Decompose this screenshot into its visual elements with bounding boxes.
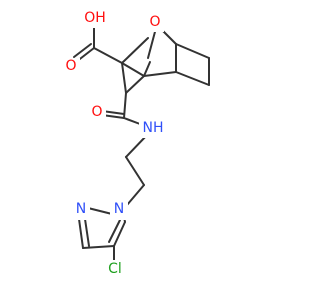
atom-label-cl: Cl bbox=[108, 261, 122, 277]
atom-label-o-bridge: O bbox=[149, 14, 160, 30]
bond-c7-c1 bbox=[175, 43, 210, 59]
atom-label-nh: NH bbox=[143, 120, 164, 136]
bond-c3-c4 bbox=[143, 71, 177, 77]
atom-label-oh: OH bbox=[84, 10, 106, 26]
bond-cooh-o-double-b bbox=[73, 43, 92, 58]
bond-c2-bridge bbox=[121, 37, 149, 64]
atom-label-group: OH O O O NH N N Cl bbox=[62, 10, 167, 278]
atom-label-o-carbonyl: O bbox=[91, 104, 102, 120]
atom-label-n-pyrazole-1: N bbox=[114, 201, 124, 217]
bond-c2-c3 bbox=[121, 62, 145, 77]
bond-c8-c3 bbox=[125, 75, 145, 94]
bond-ch2-npyr bbox=[126, 184, 145, 206]
bond-group bbox=[73, 25, 210, 265]
bond-c5-c6 bbox=[175, 71, 210, 86]
bond-pyr-c3-c4 bbox=[82, 245, 115, 249]
bond-ch2-ch2 bbox=[125, 156, 145, 186]
atom-label-o-acid: O bbox=[65, 58, 76, 74]
molecule-structure-diagram: OH O O O NH N N Cl bbox=[62, 10, 210, 278]
bond-pyr-c4-c5a bbox=[113, 221, 126, 247]
bond-pyr-n2-c3b bbox=[84, 218, 90, 247]
bond-c2-cooh bbox=[93, 47, 123, 64]
bond-bridge-o-c2 bbox=[147, 27, 157, 59]
bond-pyr-n2-c3a bbox=[78, 218, 84, 249]
bond-pyr-n1-n2 bbox=[87, 207, 113, 215]
atom-label-n-pyrazole-2: N bbox=[76, 201, 86, 217]
bond-c2-c8 bbox=[121, 62, 127, 94]
bond-pyr-c4-c5b bbox=[108, 219, 121, 243]
bond-o-bridge-left bbox=[143, 61, 151, 77]
bond-amide-n bbox=[123, 117, 141, 125]
